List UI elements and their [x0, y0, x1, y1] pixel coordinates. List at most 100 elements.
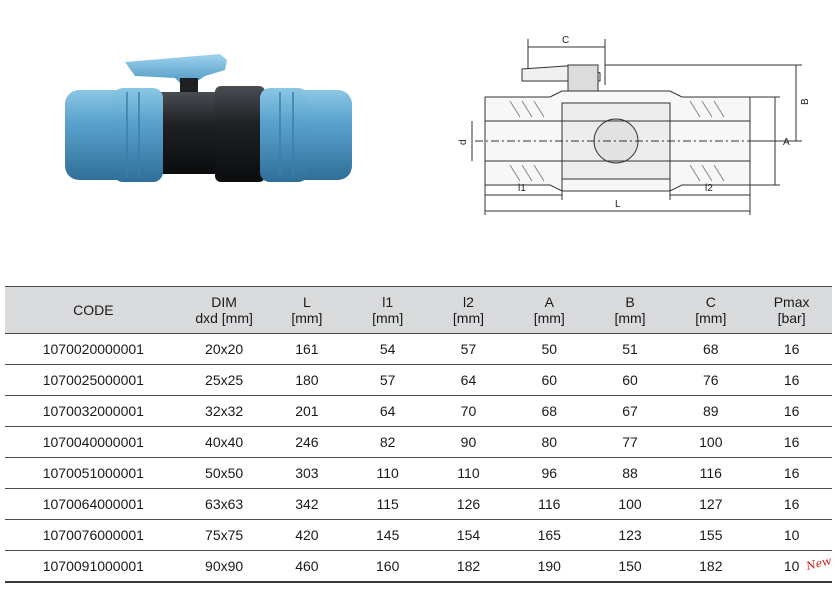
dim-label-a: A: [783, 137, 790, 148]
cell-c: 155: [670, 519, 752, 551]
cell-dim: 63x63: [181, 488, 267, 520]
cell-a: 80: [508, 426, 590, 458]
cell-l: 161: [266, 333, 348, 365]
cell-l1: 160: [347, 550, 429, 583]
cell-dim: 50x50: [181, 457, 267, 489]
dim-label-l2: l2: [705, 183, 713, 194]
cell-l: 342: [266, 488, 348, 520]
cell-l1: 115: [347, 488, 429, 520]
cell-a: 96: [508, 457, 590, 489]
cell-pmax: 16: [751, 333, 832, 365]
col-header-a: A[mm]: [508, 286, 590, 334]
cell-code: 1070032000001: [5, 395, 182, 427]
col-header-pmax: Pmax[bar]: [751, 286, 832, 334]
cell-b: 123: [589, 519, 671, 551]
cell-a: 60: [508, 364, 590, 396]
cell-code: 1070040000001: [5, 426, 182, 458]
dim-label-c: C: [562, 35, 569, 46]
col-header-l: L[mm]: [266, 286, 348, 334]
dim-label-d: d: [458, 139, 469, 145]
cell-a: 190: [508, 550, 590, 583]
cell-b: 100: [589, 488, 671, 520]
cell-c: 116: [670, 457, 752, 489]
cell-l2: 64: [428, 364, 509, 396]
cell-c: 127: [670, 488, 752, 520]
cell-l: 303: [266, 457, 348, 489]
cell-a: 68: [508, 395, 590, 427]
cell-code: 1070020000001: [5, 333, 182, 365]
cell-l: 460: [266, 550, 348, 583]
cell-a: 116: [508, 488, 590, 520]
cell-b: 88: [589, 457, 671, 489]
cell-pmax: 16: [751, 426, 832, 458]
cell-dim: 32x32: [181, 395, 267, 427]
cell-c: 68: [670, 333, 752, 365]
cell-c: 76: [670, 364, 752, 396]
cell-b: 150: [589, 550, 671, 583]
cell-l2: 182: [428, 550, 509, 583]
cell-pmax: 16: [751, 364, 832, 396]
col-header-l2: l2[mm]: [428, 286, 509, 334]
cell-l1: 64: [347, 395, 429, 427]
cell-l1: 110: [347, 457, 429, 489]
col-header-code: CODE: [5, 286, 182, 334]
cell-b: 60: [589, 364, 671, 396]
cell-b: 51: [589, 333, 671, 365]
cell-l1: 145: [347, 519, 429, 551]
col-header-c: C[mm]: [670, 286, 752, 334]
cell-b: 67: [589, 395, 671, 427]
cell-code: 1070064000001: [5, 488, 182, 520]
cell-dim: 40x40: [181, 426, 267, 458]
cell-l: 246: [266, 426, 348, 458]
cell-l1: 57: [347, 364, 429, 396]
col-header-l1: l1[mm]: [347, 286, 429, 334]
cell-l1: 54: [347, 333, 429, 365]
cell-l2: 110: [428, 457, 509, 489]
cell-l: 420: [266, 519, 348, 551]
cell-pmax: 16: [751, 395, 832, 427]
cell-l2: 126: [428, 488, 509, 520]
technical-drawing: C B A d l1 l2 L: [458, 35, 811, 215]
cell-dim: 90x90: [181, 550, 267, 583]
cell-l1: 82: [347, 426, 429, 458]
cell-code: 1070025000001: [5, 364, 182, 396]
cell-l2: 90: [428, 426, 509, 458]
cell-c: 182: [670, 550, 752, 583]
cell-c: 100: [670, 426, 752, 458]
cell-a: 50: [508, 333, 590, 365]
cell-pmax: 16: [751, 457, 832, 489]
cell-code: 1070091000001: [5, 550, 182, 583]
cell-l: 201: [266, 395, 348, 427]
cell-l2: 154: [428, 519, 509, 551]
col-header-b: B[mm]: [589, 286, 671, 334]
cell-dim: 25x25: [181, 364, 267, 396]
cell-b: 77: [589, 426, 671, 458]
cell-a: 165: [508, 519, 590, 551]
cell-l2: 57: [428, 333, 509, 365]
cell-l2: 70: [428, 395, 509, 427]
cell-c: 89: [670, 395, 752, 427]
cell-code: 1070051000001: [5, 457, 182, 489]
dim-label-b: B: [800, 98, 811, 105]
cell-code: 1070076000001: [5, 519, 182, 551]
cell-pmax: 10: [751, 550, 832, 583]
cell-pmax: 16: [751, 488, 832, 520]
cell-dim: 20x20: [181, 333, 267, 365]
product-photo: [65, 54, 352, 182]
dim-label-l1: l1: [518, 183, 526, 194]
cell-l: 180: [266, 364, 348, 396]
cell-dim: 75x75: [181, 519, 267, 551]
dim-label-l: L: [615, 199, 621, 210]
cell-pmax: 10: [751, 519, 832, 551]
